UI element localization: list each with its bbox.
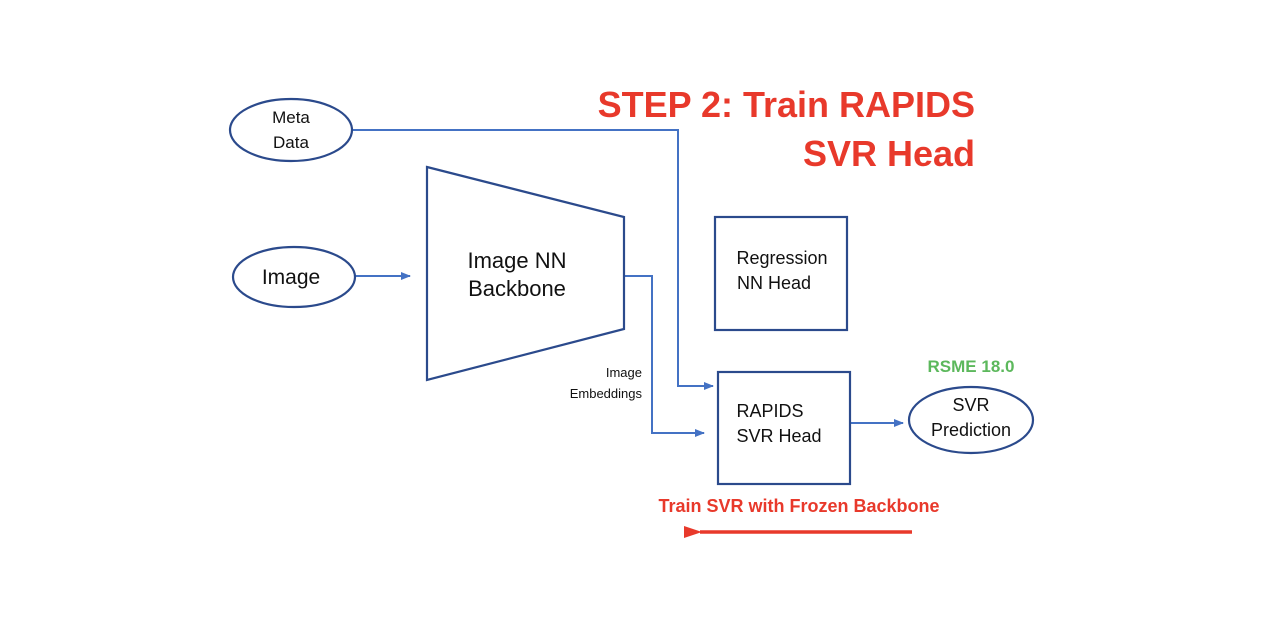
- meta-data-label-line1: Meta: [272, 108, 310, 127]
- image-ellipse: [231, 245, 357, 309]
- backbone-to-svr-connector: [624, 275, 705, 437]
- svr-head-box: [716, 370, 852, 486]
- metric-label: RSME 18.0: [928, 357, 1015, 376]
- svr-prediction-label-line1: SVR: [952, 395, 989, 415]
- meta-data-ellipse: [228, 97, 354, 163]
- svr-head-node: RAPIDS SVR Head: [716, 370, 852, 486]
- meta-to-svr-connector: [353, 129, 714, 390]
- backbone-label-line1: Image NN: [467, 248, 566, 273]
- image-node: Image: [231, 245, 357, 309]
- diagram-title-line2: SVR Head: [803, 133, 975, 174]
- meta-data-label-line2: Data: [273, 133, 309, 152]
- regression-head-label-line1: Regression: [736, 248, 827, 268]
- regression-head-node: Regression NN Head: [713, 215, 849, 332]
- image-label: Image: [262, 266, 320, 289]
- backbone-node: Image NN Backbone: [425, 165, 626, 382]
- embeddings-label-line1: Image: [606, 365, 642, 380]
- svr-head-label-line1: RAPIDS: [736, 401, 803, 421]
- meta-data-node: Meta Data: [228, 97, 354, 163]
- backbone-trapezoid: [425, 165, 626, 382]
- embeddings-label-line2: Embeddings: [570, 386, 643, 401]
- svr-prediction-label-line2: Prediction: [931, 420, 1011, 440]
- regression-head-label-line2: NN Head: [737, 273, 811, 293]
- diagram-title-line1: STEP 2: Train RAPIDS: [598, 84, 975, 125]
- svr-head-label-line2: SVR Head: [736, 426, 821, 446]
- backbone-label-line2: Backbone: [468, 276, 566, 301]
- train-note-label: Train SVR with Frozen Backbone: [658, 496, 939, 516]
- svr-prediction-node: SVR Prediction: [907, 385, 1035, 455]
- regression-head-box: [713, 215, 849, 332]
- svr-prediction-ellipse: [907, 385, 1035, 455]
